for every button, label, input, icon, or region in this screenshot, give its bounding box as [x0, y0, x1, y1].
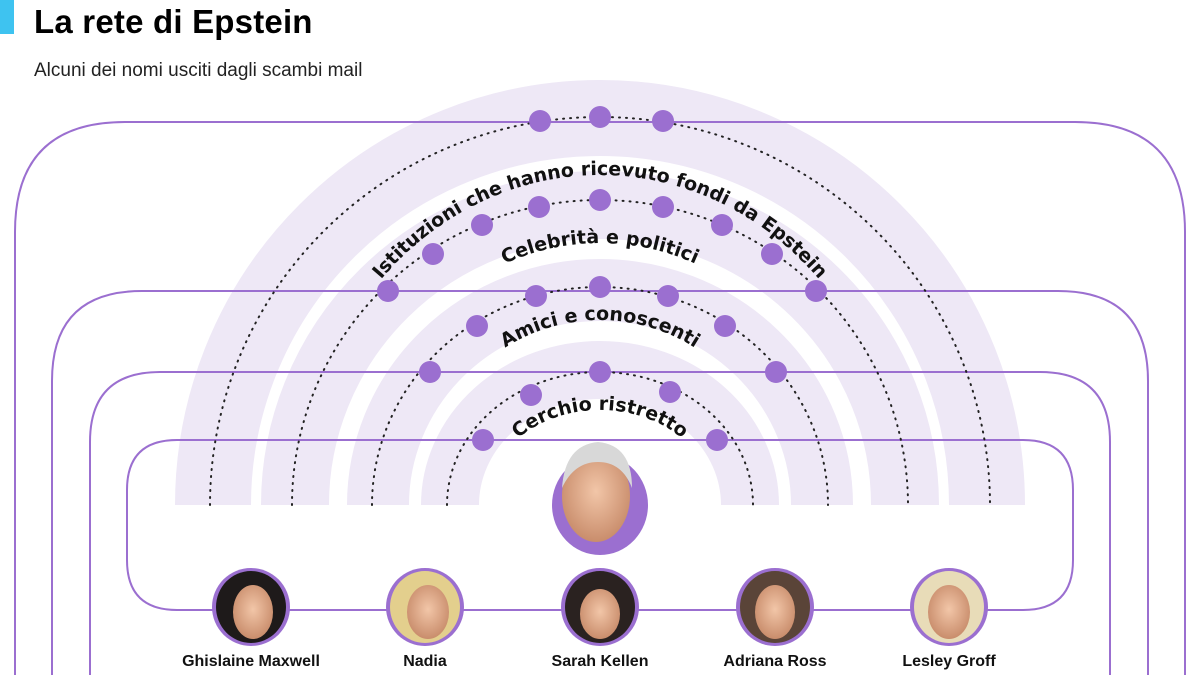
- person-name-adriana-ross: Adriana Ross: [723, 653, 827, 670]
- person-name-lesley-groff: Lesley Groff: [902, 653, 996, 670]
- photo-adriana-ross: [736, 568, 814, 646]
- ring-dots: [377, 106, 827, 451]
- inner-frame-line: [126, 439, 1074, 611]
- dot: [419, 361, 441, 383]
- page-subtitle: Alcuni dei nomi usciti dagli scambi mail: [34, 60, 363, 81]
- page-title: La rete di Epstein: [34, 3, 313, 40]
- dot: [589, 189, 611, 211]
- epstein-photo: [552, 442, 648, 555]
- dot: [589, 361, 611, 383]
- dot: [528, 196, 550, 218]
- dot: [652, 110, 674, 132]
- dot: [805, 280, 827, 302]
- dot: [706, 429, 728, 451]
- dot: [761, 243, 783, 265]
- dot: [377, 280, 399, 302]
- dot: [711, 214, 733, 236]
- title-accent-bar: [0, 0, 14, 34]
- dot: [589, 276, 611, 298]
- people-photos: [212, 568, 988, 646]
- dot: [466, 315, 488, 337]
- photo-sarah-kellen: [561, 568, 639, 646]
- dot: [520, 384, 542, 406]
- photo-ghislaine-maxwell: [212, 568, 290, 646]
- person-name-nadia: Nadia: [403, 653, 447, 670]
- dot: [714, 315, 736, 337]
- dot: [529, 110, 551, 132]
- dot: [652, 196, 674, 218]
- person-name-sarah-kellen: Sarah Kellen: [551, 653, 649, 670]
- photo-lesley-groff: [910, 568, 988, 646]
- dot: [472, 429, 494, 451]
- dot: [659, 381, 681, 403]
- dot: [657, 285, 679, 307]
- dot: [765, 361, 787, 383]
- photo-nadia: [386, 568, 464, 646]
- person-name-ghislaine-maxwell: Ghislaine Maxwell: [182, 653, 320, 670]
- dot: [471, 214, 493, 236]
- dot: [422, 243, 444, 265]
- dot: [589, 106, 611, 128]
- dot: [525, 285, 547, 307]
